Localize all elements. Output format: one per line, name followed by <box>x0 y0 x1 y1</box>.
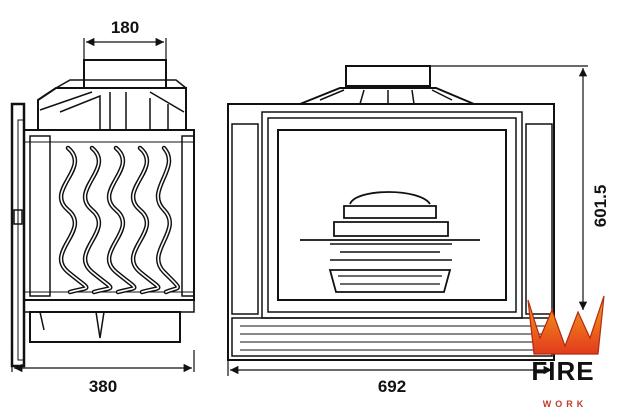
side-latch <box>13 209 23 225</box>
front-inner-frame <box>261 111 523 319</box>
dim-label-180: 180 <box>111 18 139 37</box>
front-left-pillar <box>231 123 259 315</box>
logo-text-main: FIRE <box>531 356 594 386</box>
side-hood <box>37 87 187 131</box>
front-flue-collar <box>345 65 431 87</box>
flame-icon <box>527 295 605 355</box>
front-hood <box>299 87 475 105</box>
firework-logo: FIRE WORK <box>527 295 605 409</box>
side-base <box>23 299 195 313</box>
front-view <box>227 65 555 361</box>
side-ash-drawer <box>29 311 181 343</box>
front-burner <box>300 191 480 293</box>
dim-label-601-5: 601.5 <box>591 185 610 228</box>
logo-text-sub: WORK <box>543 399 588 409</box>
front-right-pillar <box>525 123 553 315</box>
dim-height: 601.5 <box>430 65 610 310</box>
side-view <box>10 59 195 368</box>
dim-front-width: 692 <box>227 352 552 396</box>
front-glass-door <box>277 129 507 301</box>
dim-side-depth: 380 <box>11 350 195 396</box>
front-outer-frame <box>227 103 555 361</box>
dim-top-width: 180 <box>83 18 167 60</box>
side-heat-tubes <box>58 145 180 295</box>
dim-label-692: 692 <box>378 377 406 396</box>
dim-label-380: 380 <box>89 377 117 396</box>
side-flue-collar <box>83 59 167 89</box>
